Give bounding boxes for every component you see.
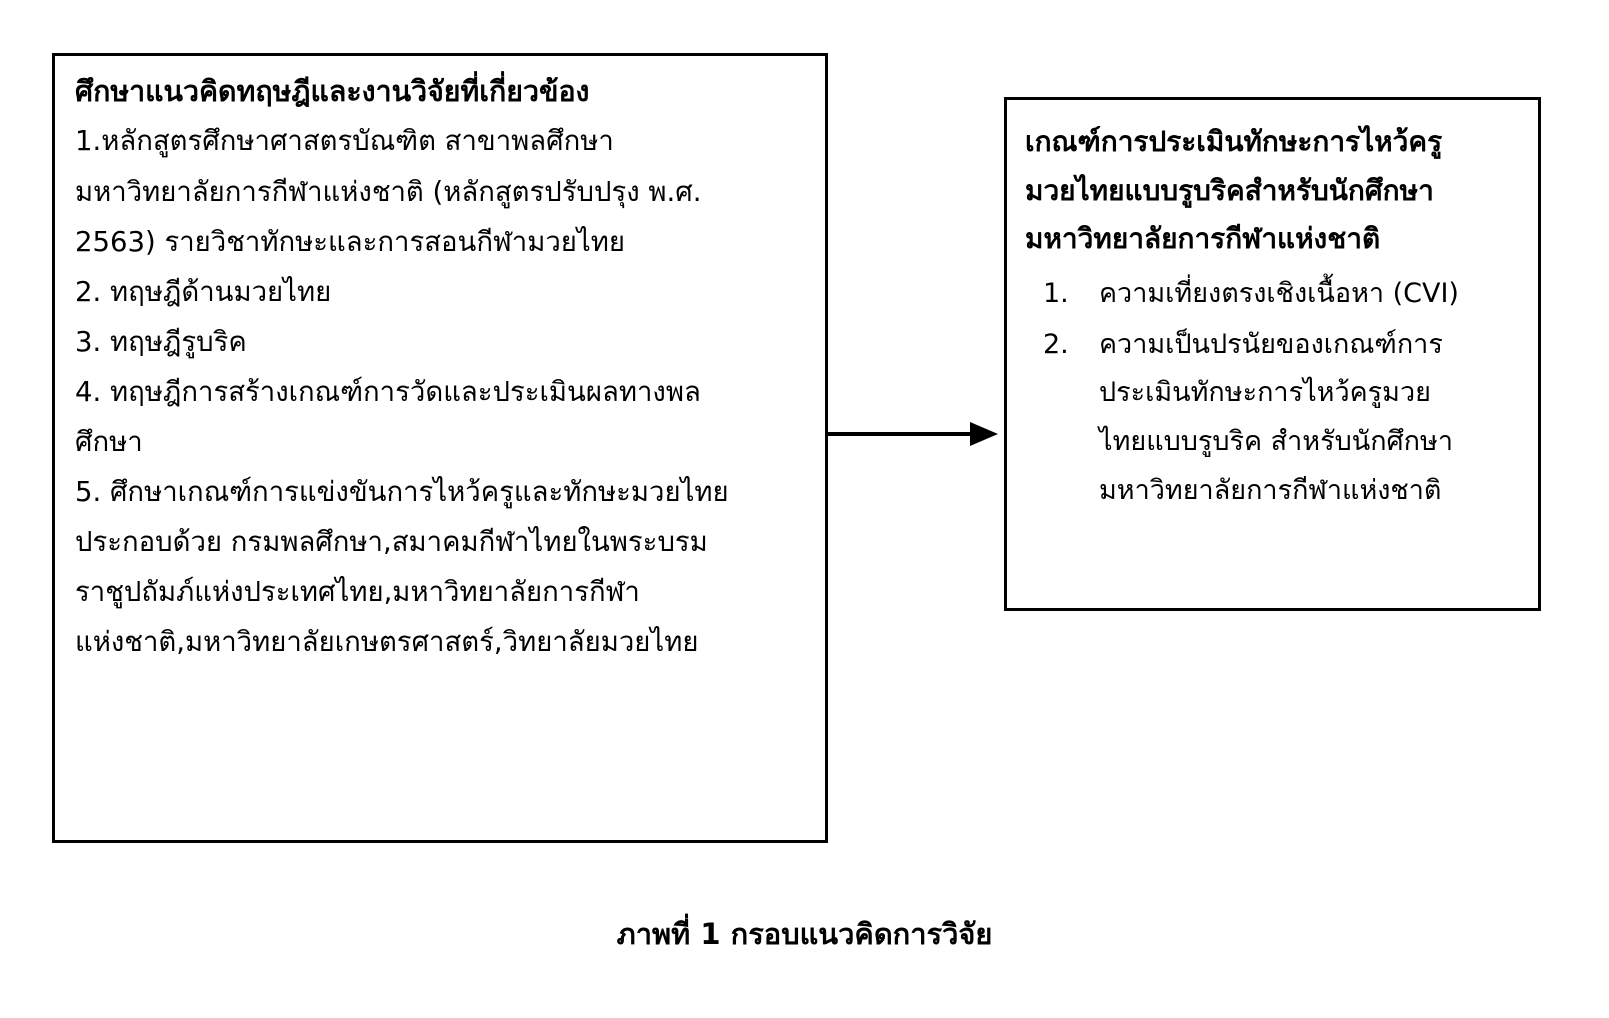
list-item: 1. ความเที่ยงตรงเชิงเนื้อหา (CVI) (1025, 270, 1524, 319)
left-box-line: 2. ทฤษฎีด้านมวยไทย (75, 275, 332, 308)
right-box-heading-line: เกณฑ์การประเมินทักษะการไหว้ครู (1025, 125, 1443, 158)
left-box-line: 3. ทฤษฎีรูบริค (75, 325, 247, 358)
flow-arrow (826, 418, 998, 450)
left-box-line: 5. ศึกษาเกณฑ์การแข่งขันการไหว้ครูและทักษ… (75, 475, 729, 508)
left-box-line: ศึกษา (75, 425, 143, 458)
list-item: 2. ความเป็นปรนัยของเกณฑ์การ ประเมินทักษะ… (1025, 321, 1524, 515)
left-box-line: ประกอบด้วย กรมพลศึกษา,สมาคมกีฬาไทยในพระบ… (75, 525, 708, 558)
list-item-line: ประเมินทักษะการไหว้ครูมวย (1099, 377, 1431, 409)
list-item-line: ความเที่ยงตรงเชิงเนื้อหา (CVI) (1099, 278, 1459, 310)
left-box-line-list: 1.หลักสูตรศึกษาศาสตรบัณฑิต สาขาพลศึกษา ม… (75, 116, 807, 667)
figure-caption: ภาพที่ 1 กรอบแนวคิดการวิจัย (616, 917, 993, 951)
right-box-heading-line: มวยไทยแบบรูบริคสำหรับนักศึกษา (1025, 173, 1434, 207)
list-item-line: มหาวิทยาลัยการกีฬาแห่งชาติ (1099, 474, 1442, 506)
left-box-line: 4. ทฤษฎีการสร้างเกณฑ์การวัดและประเมินผลท… (75, 375, 701, 408)
left-box-line: 1.หลักสูตรศึกษาศาสตรบัณฑิต สาขาพลศึกษา (75, 125, 614, 158)
right-box-heading-line: มหาวิทยาลัยการกีฬาแห่งชาติ (1025, 222, 1381, 256)
left-box-line: แห่งชาติ,มหาวิทยาลัยเกษตรศาสตร์,วิทยาลัย… (75, 625, 699, 658)
left-box-heading: ศึกษาแนวคิดทฤษฎีและงานวิจัยที่เกี่ยวข้อง (75, 75, 590, 108)
list-item-line: ไทยแบบรูบริค สำหรับนักศึกษา (1099, 425, 1453, 457)
list-item-text: ความเป็นปรนัยของเกณฑ์การ ประเมินทักษะการ… (1099, 321, 1524, 515)
list-item-marker: 2. (1043, 328, 1069, 360)
list-item-text: ความเที่ยงตรงเชิงเนื้อหา (CVI) (1099, 270, 1524, 319)
left-box-line: ราชูปถัมภ์แห่งประเทศไทย,มหาวิทยาลัยการกี… (75, 575, 640, 608)
left-box-line: 2563) รายวิชาทักษะและการสอนกีฬามวยไทย (75, 225, 625, 258)
right-box-heading: เกณฑ์การประเมินทักษะการไหว้ครู มวยไทยแบบ… (1025, 118, 1524, 264)
list-item-marker: 1. (1043, 278, 1069, 310)
evaluation-criteria-box: เกณฑ์การประเมินทักษะการไหว้ครู มวยไทยแบบ… (1004, 97, 1541, 611)
literature-review-box: ศึกษาแนวคิดทฤษฎีและงานวิจัยที่เกี่ยวข้อง… (52, 53, 828, 843)
list-item-line: ความเป็นปรนัยของเกณฑ์การ (1099, 328, 1443, 360)
criteria-list: 1. ความเที่ยงตรงเชิงเนื้อหา (CVI) 2. ควา… (1025, 270, 1524, 515)
arrow-right-icon (826, 422, 998, 446)
left-box-line: มหาวิทยาลัยการกีฬาแห่งชาติ (หลักสูตรปรับ… (75, 175, 702, 208)
